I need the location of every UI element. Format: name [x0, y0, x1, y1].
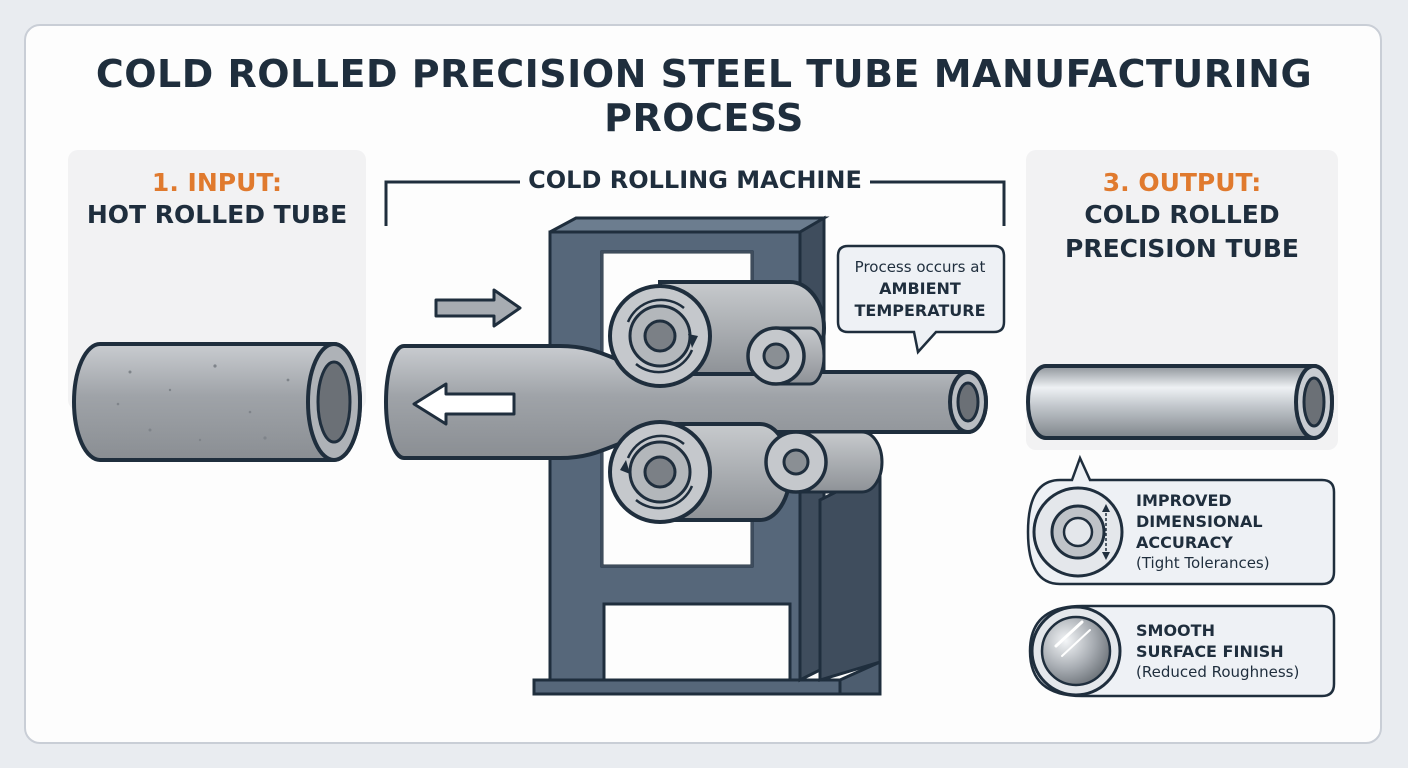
benefit-accuracy-line-2: DIMENSIONAL: [1136, 512, 1263, 531]
hot-rolled-tube-icon: [72, 342, 362, 462]
input-step-title: HOT ROLLED TUBE: [86, 200, 348, 229]
lower-roller-icon: [608, 420, 792, 524]
benefit-accuracy-note: (Tight Tolerances): [1136, 554, 1270, 572]
benefit-accuracy-line-3: ACCURACY: [1136, 533, 1233, 552]
callout-line-1: Process occurs at: [854, 258, 986, 276]
benefit-finish-line-1: SMOOTH: [1136, 621, 1215, 640]
machine-label: COLD ROLLING MACHINE: [520, 166, 870, 194]
benefit-finish-text: SMOOTH SURFACE FINISH (Reduced Roughness…: [1136, 620, 1299, 683]
benefit-accuracy-line-1: IMPROVED: [1136, 491, 1232, 510]
upper-support-roller-icon: [746, 326, 826, 386]
lower-support-roller-icon: [764, 430, 884, 494]
output-step-title-line1: COLD ROLLED: [1084, 200, 1280, 229]
callout-line-3: TEMPERATURE: [854, 301, 986, 320]
polished-sphere-icon: [1030, 605, 1122, 697]
callout-line-2: AMBIENT: [879, 279, 961, 298]
page-title: COLD ROLLED PRECISION STEEL TUBE MANUFAC…: [95, 52, 1313, 140]
feed-right-arrow-icon: [434, 288, 522, 328]
input-step-number: 1. INPUT:: [151, 168, 283, 197]
benefit-finish-note: (Reduced Roughness): [1136, 663, 1300, 681]
return-left-arrow-icon: [412, 382, 516, 426]
upper-roller-icon: [608, 280, 826, 388]
temperature-callout-text: Process occurs at AMBIENT TEMPERATURE: [838, 256, 1002, 322]
benefit-finish-line-2: SURFACE FINISH: [1136, 642, 1284, 661]
machine-section-bracket: [384, 180, 1006, 226]
benefit-accuracy-text: IMPROVED DIMENSIONAL ACCURACY (Tight Tol…: [1136, 490, 1270, 574]
precision-tube-icon: [1026, 364, 1334, 440]
temperature-callout-bubble: [836, 244, 1006, 355]
output-step-title-line2: PRECISION TUBE: [1065, 234, 1299, 263]
concentric-circles-icon: [1032, 486, 1124, 578]
output-step-number: 3. OUTPUT:: [1102, 168, 1262, 197]
